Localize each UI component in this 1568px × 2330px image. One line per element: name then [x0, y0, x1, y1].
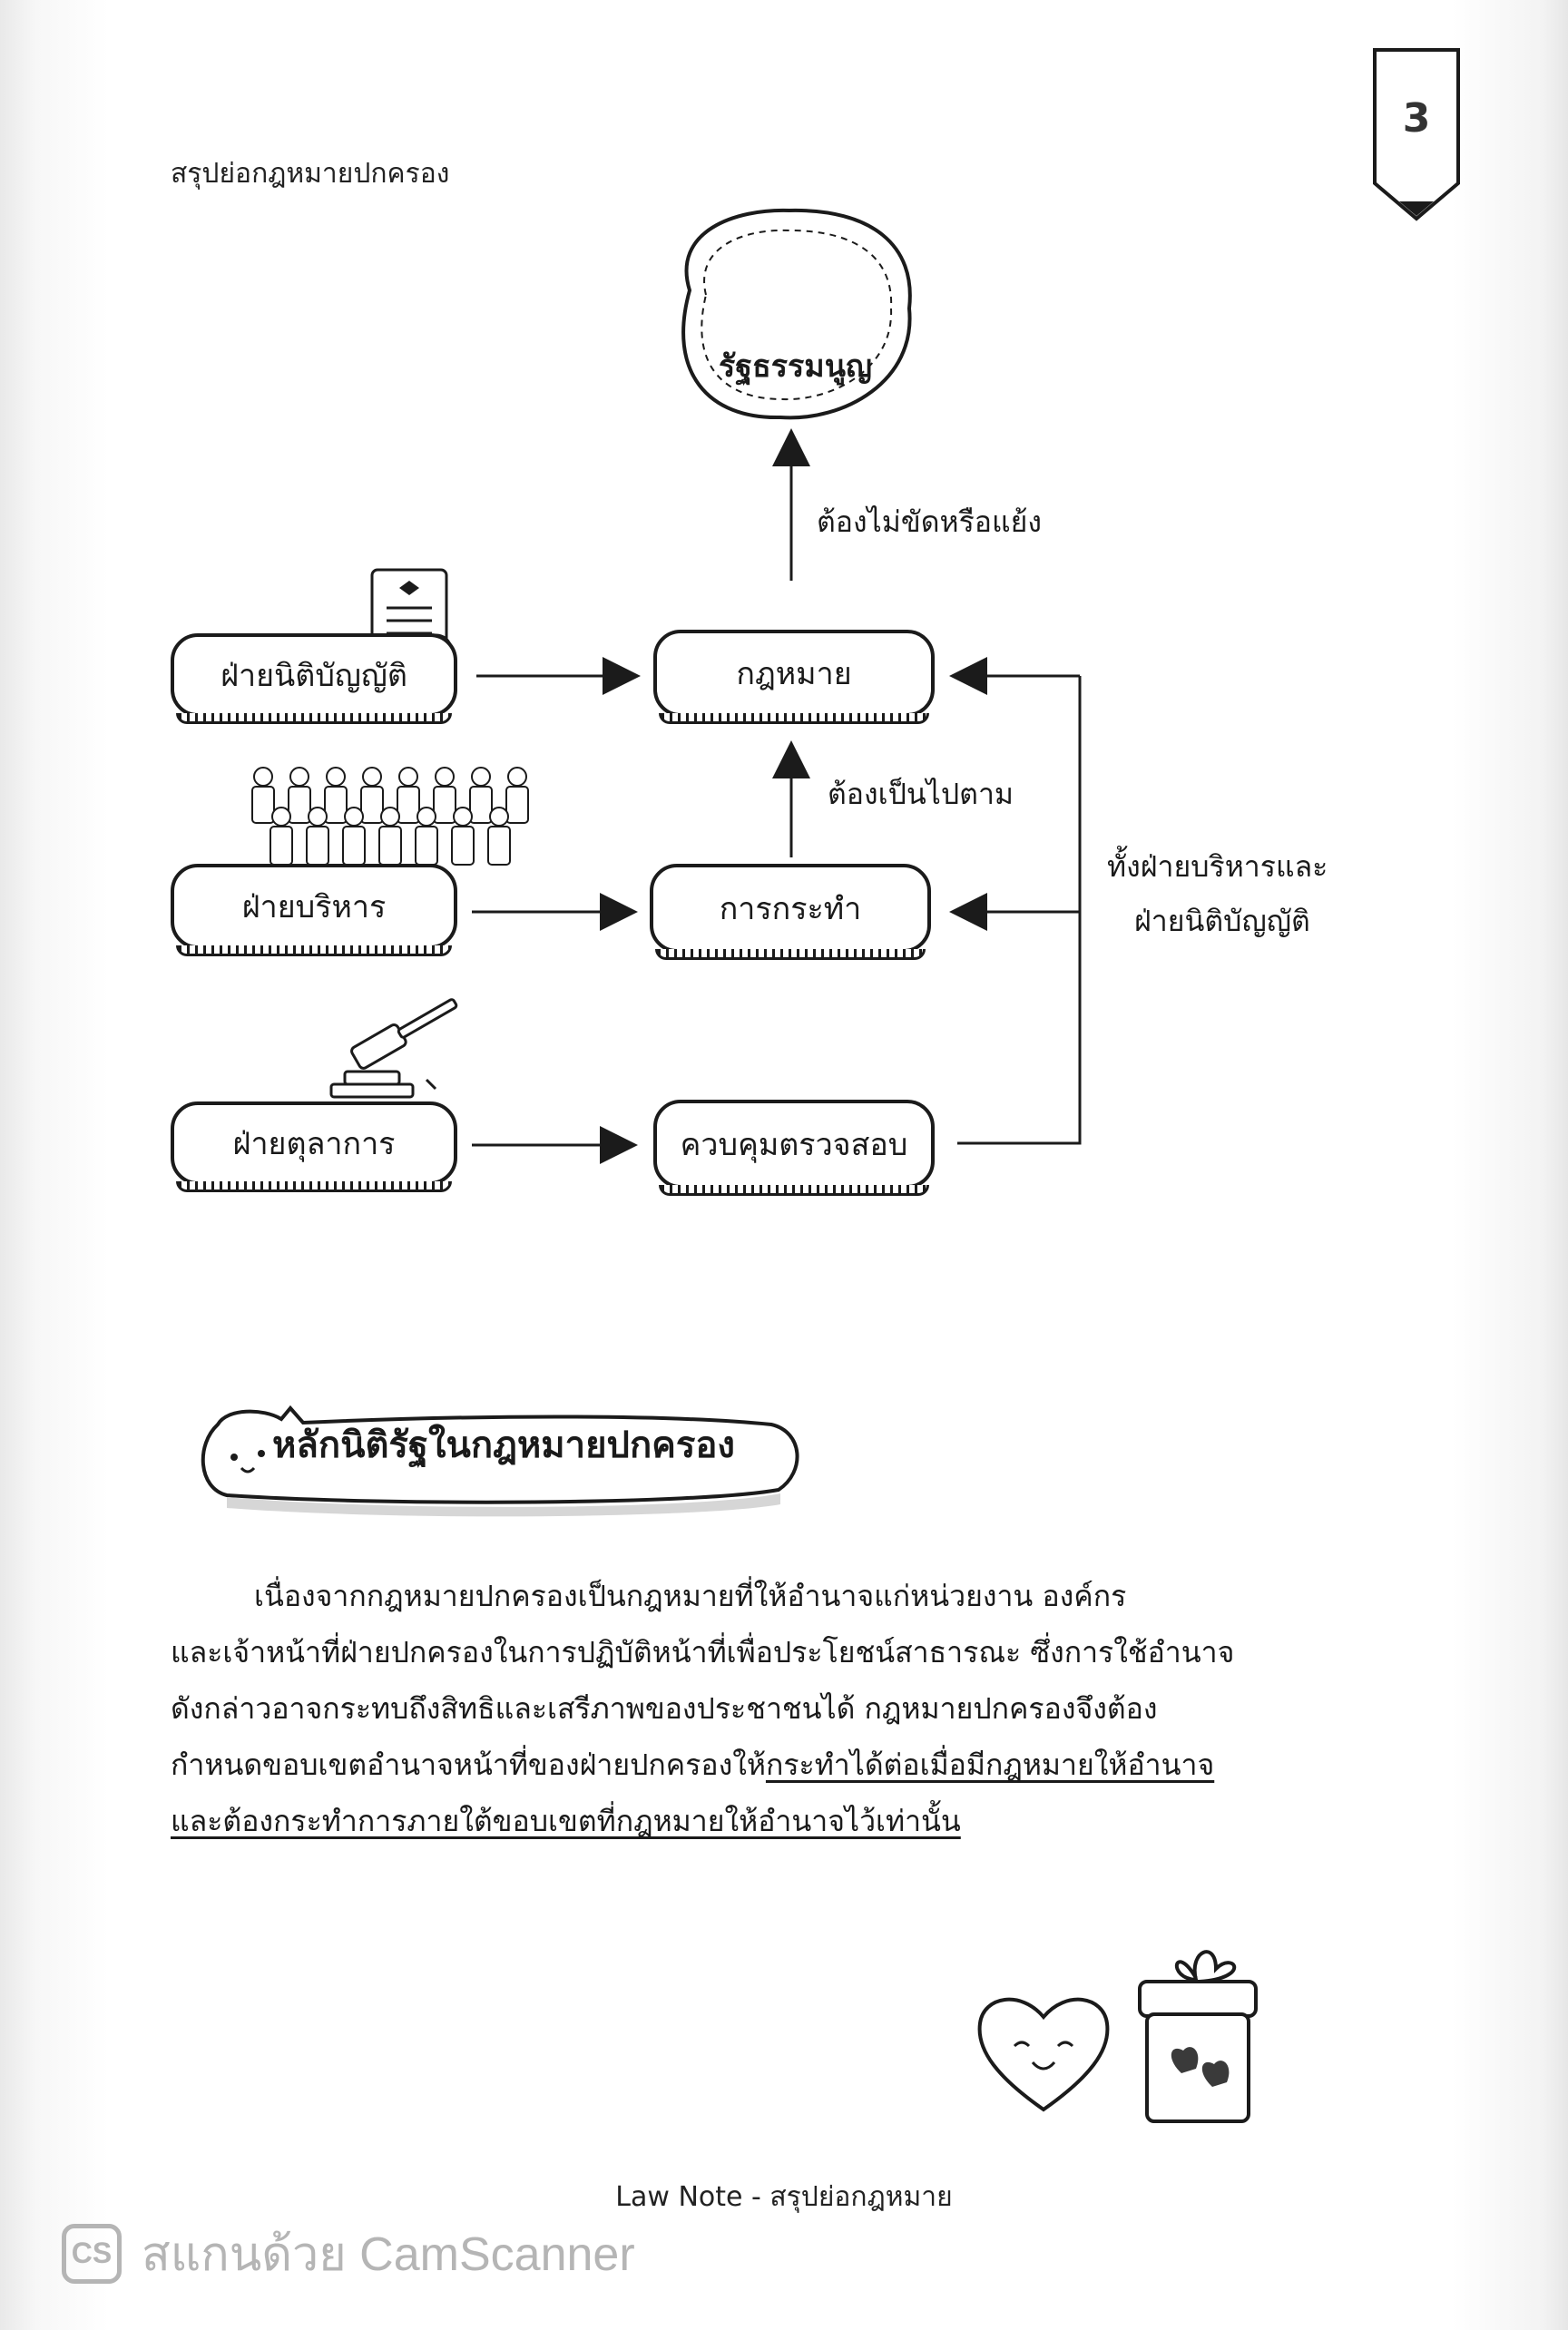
camscanner-text: สแกนด้วย CamScanner: [142, 2228, 635, 2281]
review-box-shadow: [659, 1185, 929, 1196]
page-number: 3: [1402, 95, 1431, 142]
label-must-follow: ต้องเป็นไปตาม: [828, 777, 1014, 811]
label-both-branches-line2: ฝ่ายนิติบัญญัติ: [1134, 904, 1310, 938]
cabinet-people-icon: [251, 767, 529, 866]
section-heading: หลักนิติรัฐในกฎหมายปกครอง: [272, 1424, 735, 1466]
constitution-label: รัฐธรรมนูญ: [719, 348, 872, 385]
section-banner: [201, 1405, 799, 1517]
body-line-3: ดังกล่าวอาจกระทบถึงสิทธิและเสรีภาพของประ…: [171, 1691, 1158, 1726]
label-both-branches-line1: ทั้งฝ่ายบริหารและ: [1107, 849, 1328, 884]
body-line-2: และเจ้าหน้าที่ฝ่ายปกครองในการปฏิบัติหน้า…: [171, 1635, 1235, 1669]
body-line-4: กำหนดขอบเขตอำนาจหน้าที่ของฝ่ายปกครองให้ก…: [171, 1737, 1368, 1793]
action-box-shadow: [655, 949, 926, 960]
heart-doodle-icon: [977, 1997, 1110, 2112]
gift-box-doodle-icon: [1138, 1950, 1258, 2123]
law-box: กฎหมาย: [653, 630, 935, 717]
government-powers-diagram: [251, 208, 1082, 1164]
gavel-icon: [329, 998, 458, 1099]
camscanner-watermark: CS สแกนด้วย CamScanner: [62, 2216, 635, 2291]
page-number-tab: [1373, 48, 1460, 221]
body-line-5-underlined: และต้องกระทำการภายใต้ขอบเขตที่กฎหมายให้อ…: [171, 1804, 961, 1838]
body-line-4-plain: กำหนดขอบเขตอำนาจหน้าที่ของฝ่ายปกครองให้: [171, 1748, 766, 1782]
executive-box-shadow: [176, 945, 452, 956]
review-box: ควบคุมตรวจสอบ: [653, 1100, 935, 1189]
law-box-shadow: [659, 713, 929, 724]
label-must-not-conflict: ต้องไม่ขัดหรือแย้ง: [817, 504, 1042, 539]
legislative-box: ฝ่ายนิติบัญญัติ: [171, 633, 457, 717]
body-line-4-underlined: กระทำได้ต่อเมื่อมีกฎหมายให้อำนาจ: [765, 1748, 1215, 1782]
judicial-box-shadow: [176, 1181, 452, 1192]
page-header-title: สรุปย่อกฎหมายปกครอง: [171, 158, 450, 190]
executive-box: ฝ่ายบริหาร: [171, 864, 457, 949]
action-box: การกระทำ: [650, 864, 931, 953]
body-paragraph: เนื่องจากกฎหมายปกครองเป็นกฎหมายที่ให้อำน…: [171, 1568, 1368, 1849]
camscanner-logo-icon: CS: [62, 2223, 122, 2284]
page-footer: Law Note - สรุปย่อกฎหมาย: [615, 2181, 953, 2213]
review-feedback-line: [957, 676, 1082, 1145]
constitution-blob: [681, 208, 912, 420]
legislative-box-shadow: [176, 713, 452, 724]
body-line-1: เนื่องจากกฎหมายปกครองเป็นกฎหมายที่ให้อำน…: [254, 1579, 1127, 1613]
body-line-5: และต้องกระทำการภายใต้ขอบเขตที่กฎหมายให้อ…: [171, 1793, 1368, 1849]
judicial-box: ฝ่ายตุลาการ: [171, 1101, 457, 1185]
